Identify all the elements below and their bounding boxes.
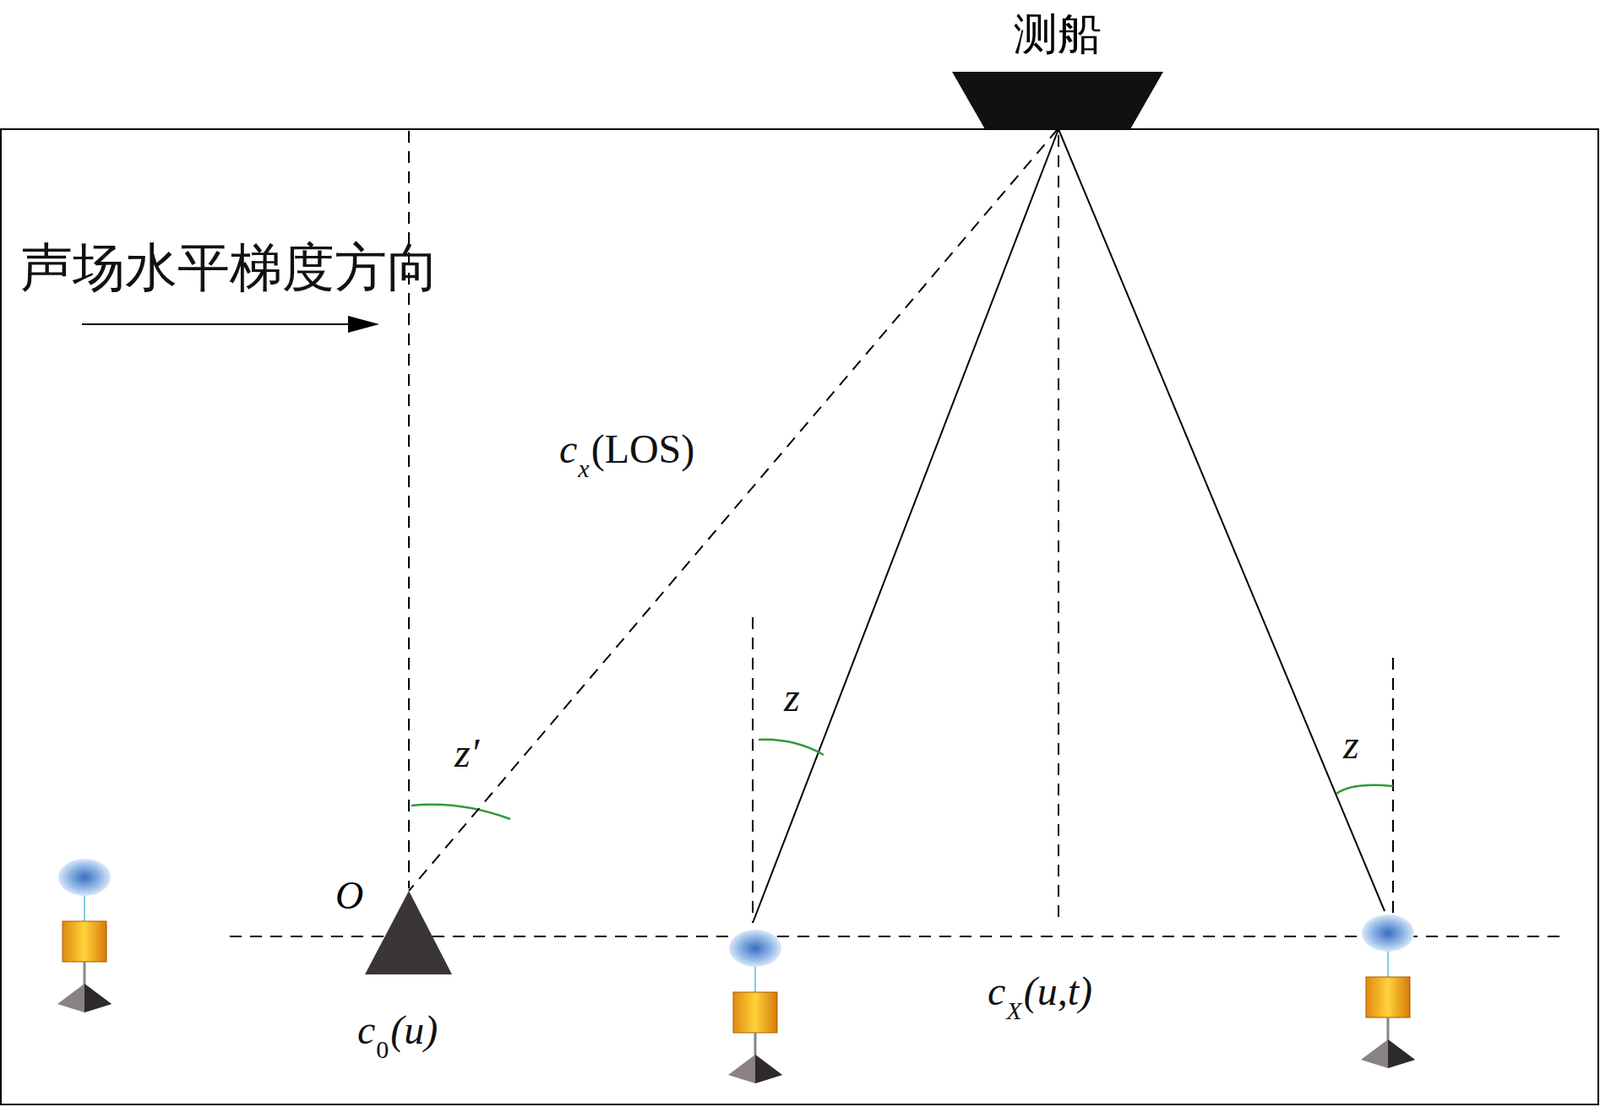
los-label: (LOS) xyxy=(591,429,696,470)
origin-label: O xyxy=(335,876,364,916)
subscript: 0 xyxy=(375,1037,389,1063)
angle-label: z′ xyxy=(454,733,479,774)
survey-ship: 测船 xyxy=(943,3,1172,130)
origin-beacon: O xyxy=(333,870,457,977)
subscript: X xyxy=(1006,998,1022,1024)
sound-speed-symbol: (u,t) xyxy=(1023,971,1093,1013)
subscript: x xyxy=(577,456,589,482)
angle-label: z xyxy=(1343,724,1360,766)
direction-label: 声场水平梯度方向 xyxy=(20,241,440,294)
line-of-sight xyxy=(408,129,1058,892)
ship-label: 测船 xyxy=(943,11,1172,56)
sound-speed-symbol: (u) xyxy=(390,1010,438,1051)
sound-speed-symbol: c xyxy=(357,1010,376,1051)
sound-speed-symbol: c xyxy=(559,429,577,470)
sound-speed-symbol: c xyxy=(987,971,1006,1013)
angle-label: z xyxy=(783,677,800,719)
